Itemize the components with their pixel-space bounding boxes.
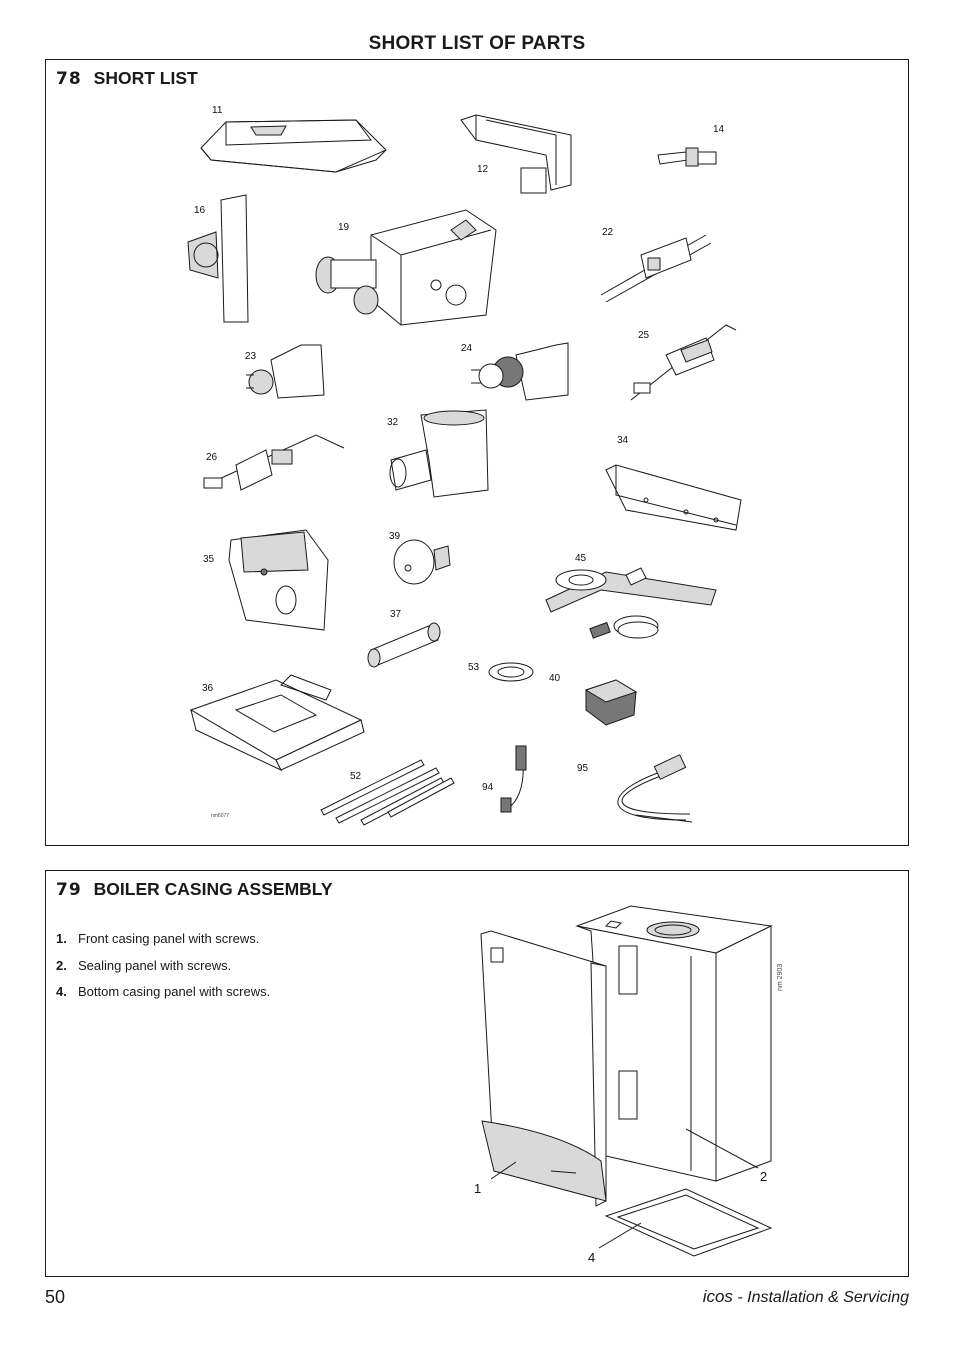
boiler-body-drawing — [575, 905, 773, 1182]
part-40-drawing — [584, 679, 638, 726]
part-52-drawing — [320, 759, 455, 826]
part-26-drawing — [203, 434, 345, 491]
part-label: 19 — [338, 222, 350, 233]
part-label: 26 — [206, 452, 218, 463]
part-22-drawing — [600, 234, 712, 303]
parts-illustration: 11 12 14 16 19 22 23 24 25 26 32 34 35 3… — [187, 105, 742, 826]
section-number: 78 — [56, 69, 82, 89]
part-45-drawing — [545, 567, 717, 639]
part-25-drawing — [630, 324, 737, 401]
part-11-drawing — [200, 119, 387, 173]
part-24-drawing — [471, 342, 569, 401]
part-label: 11 — [212, 105, 223, 116]
section-heading: 78 SHORT LIST — [56, 68, 198, 89]
drawing-reference: nm6077 — [211, 813, 229, 819]
part-12-drawing — [460, 114, 572, 194]
part-label: 25 — [638, 330, 650, 341]
part-16-drawing — [187, 194, 249, 323]
list-item: 2.Sealing panel with screws. — [56, 957, 232, 973]
drawing-reference: nm 2903 — [777, 964, 784, 991]
part-32-drawing — [389, 409, 489, 498]
part-label: 14 — [713, 124, 725, 135]
section-heading: 79 BOILER CASING ASSEMBLY — [56, 879, 333, 900]
part-23-drawing — [246, 344, 325, 399]
section-number: 79 — [56, 880, 82, 900]
callout-4: 4 — [588, 1250, 595, 1265]
part-39-drawing — [393, 539, 451, 585]
part-label: 23 — [245, 351, 257, 362]
part-35-drawing — [228, 529, 329, 631]
part-14-drawing — [657, 147, 717, 167]
section-title: BOILER CASING ASSEMBLY — [93, 879, 333, 899]
page-number: 50 — [45, 1287, 66, 1307]
casing-parts-list: 1.Front casing panel with screws. 2.Seal… — [56, 931, 270, 1011]
part-label: 22 — [602, 227, 614, 238]
part-95-drawing — [617, 754, 693, 823]
part-label: 12 — [477, 164, 489, 175]
section-title: SHORT LIST — [93, 68, 198, 88]
part-label: 52 — [350, 771, 362, 782]
part-53-drawing — [488, 662, 534, 682]
part-label: 53 — [468, 662, 480, 673]
part-label: 24 — [461, 343, 473, 354]
part-19-drawing — [315, 209, 497, 326]
part-label: 94 — [482, 782, 494, 793]
part-37-drawing — [367, 622, 441, 668]
part-label: 95 — [577, 763, 589, 774]
list-item: 1.Front casing panel with screws. — [56, 931, 260, 946]
list-item: 4.Bottom casing panel with screws. — [56, 984, 271, 999]
page-title: SHORT LIST OF PARTS — [368, 33, 586, 54]
part-label: 34 — [617, 435, 629, 446]
boiler-casing-panel: 79 BOILER CASING ASSEMBLY 1.Front casing … — [45, 870, 909, 1277]
short-list-panel: 78 SHORT LIST — [45, 59, 909, 846]
part-label: 16 — [194, 205, 206, 216]
part-label: 32 — [387, 417, 399, 428]
part-94-drawing — [500, 745, 527, 813]
bottom-casing-drawing — [604, 1188, 773, 1257]
part-label: 39 — [389, 531, 401, 542]
part-label: 36 — [202, 683, 214, 694]
brand-separator: - — [732, 1289, 748, 1306]
part-label: 45 — [575, 553, 587, 564]
brand-name: icos — [702, 1287, 733, 1306]
part-label: 35 — [203, 554, 215, 565]
footer-subtitle: Installation & Servicing — [747, 1289, 909, 1306]
front-casing-drawing — [480, 930, 607, 1207]
part-label: 40 — [549, 673, 561, 684]
part-36-drawing — [189, 674, 365, 772]
part-label: 37 — [390, 609, 402, 620]
part-34-drawing — [605, 464, 742, 531]
footer-brand: icos - Installation & Servicing — [703, 1287, 909, 1307]
callout-1: 1 — [474, 1181, 481, 1196]
callout-2: 2 — [760, 1169, 767, 1184]
casing-illustration: 1 2 4 nm 2903 — [474, 905, 784, 1265]
